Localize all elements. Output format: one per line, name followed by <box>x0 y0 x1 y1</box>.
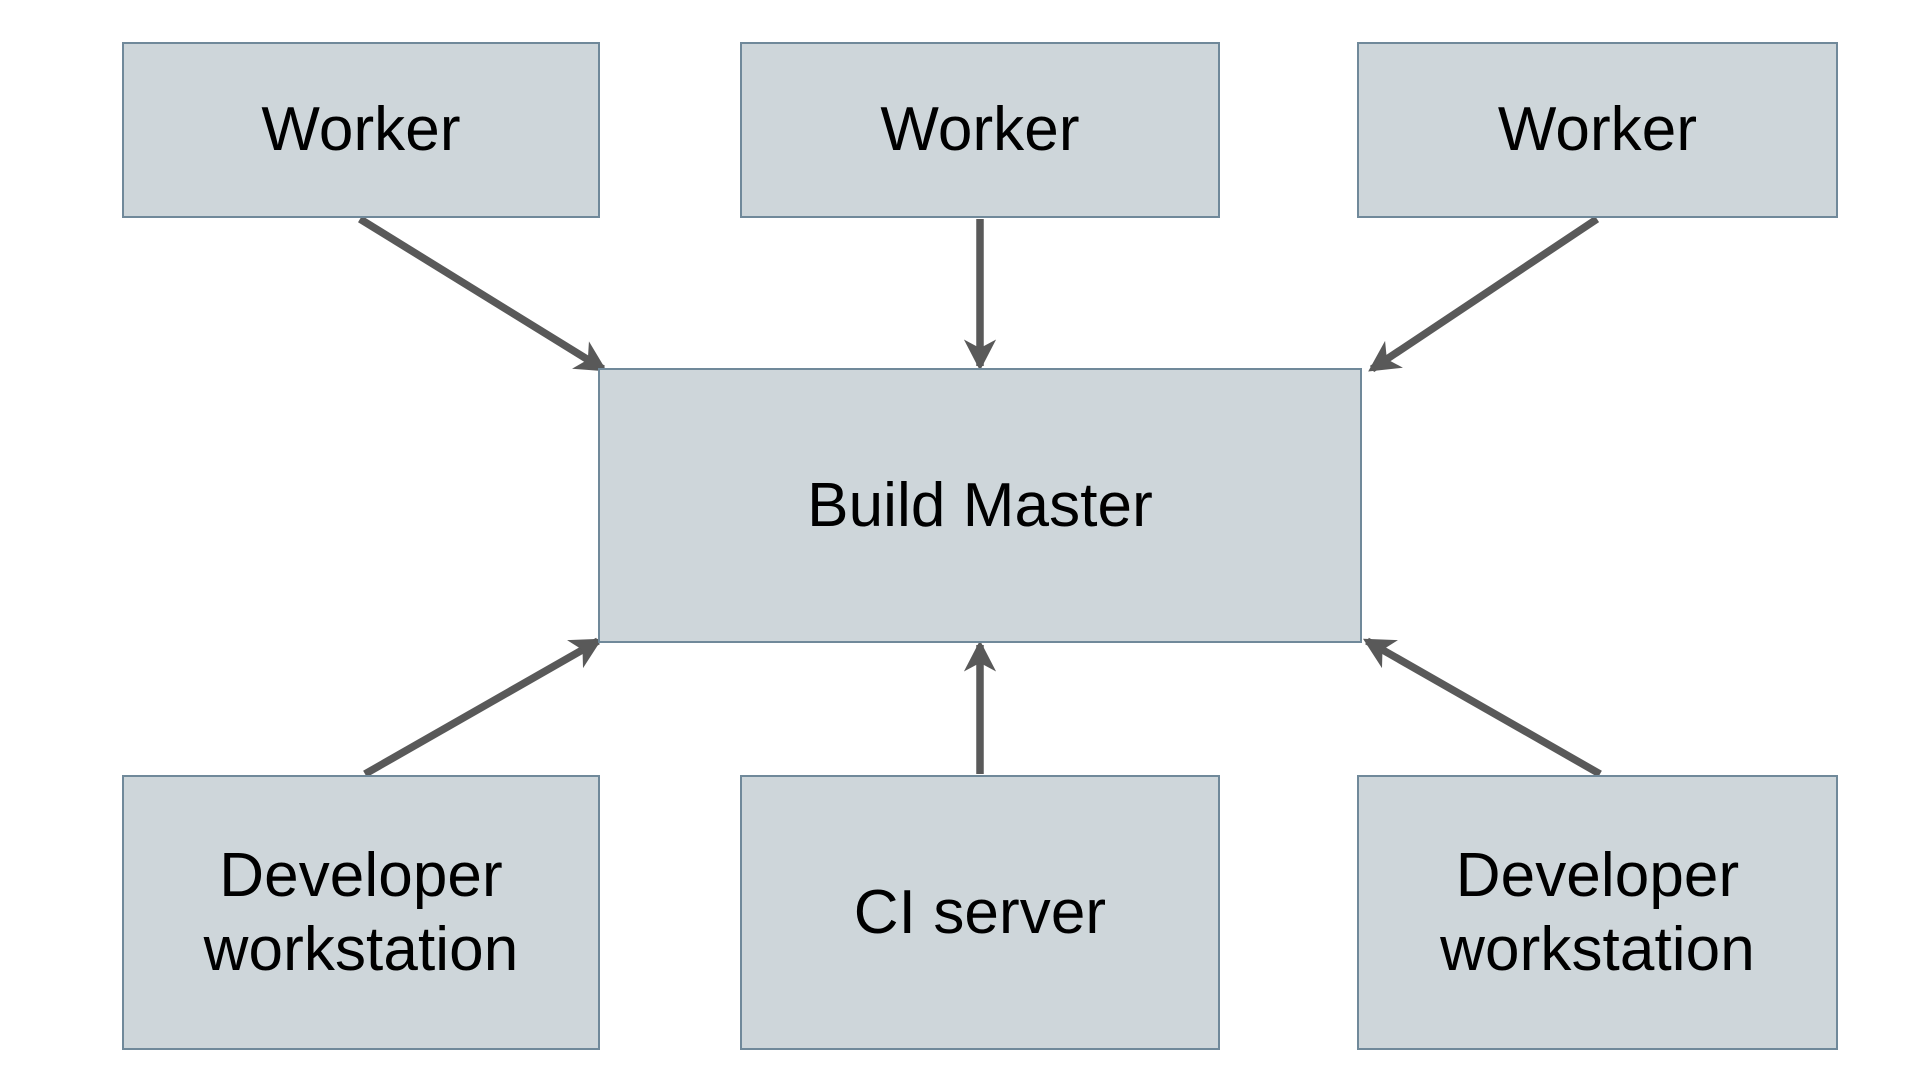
node-worker-right-label: Worker <box>1497 95 1698 165</box>
node-worker-right[interactable]: Worker <box>1357 42 1838 218</box>
node-developer-workstation-left-label: Developer workstation <box>203 841 519 984</box>
node-developer-workstation-left[interactable]: Developer workstation <box>122 775 600 1050</box>
node-worker-left-label: Worker <box>261 95 461 165</box>
node-ci-server[interactable]: CI server <box>740 775 1220 1050</box>
node-developer-workstation-right-label: Developer workstation <box>1440 841 1755 984</box>
node-build-master[interactable]: Build Master <box>598 368 1362 643</box>
node-ci-server-label: CI server <box>853 877 1107 947</box>
edge-worker-right-to-master <box>1368 215 1600 373</box>
node-worker-left[interactable]: Worker <box>122 42 600 218</box>
edge-dev-right-to-master <box>1363 637 1602 778</box>
node-developer-workstation-right[interactable]: Developer workstation <box>1357 775 1838 1050</box>
edge-dev-left-to-master <box>363 637 602 778</box>
node-worker-middle-label: Worker <box>880 95 1080 165</box>
node-worker-middle[interactable]: Worker <box>740 42 1220 218</box>
node-build-master-label: Build Master <box>807 470 1153 540</box>
edge-worker-left-to-master <box>358 215 607 373</box>
